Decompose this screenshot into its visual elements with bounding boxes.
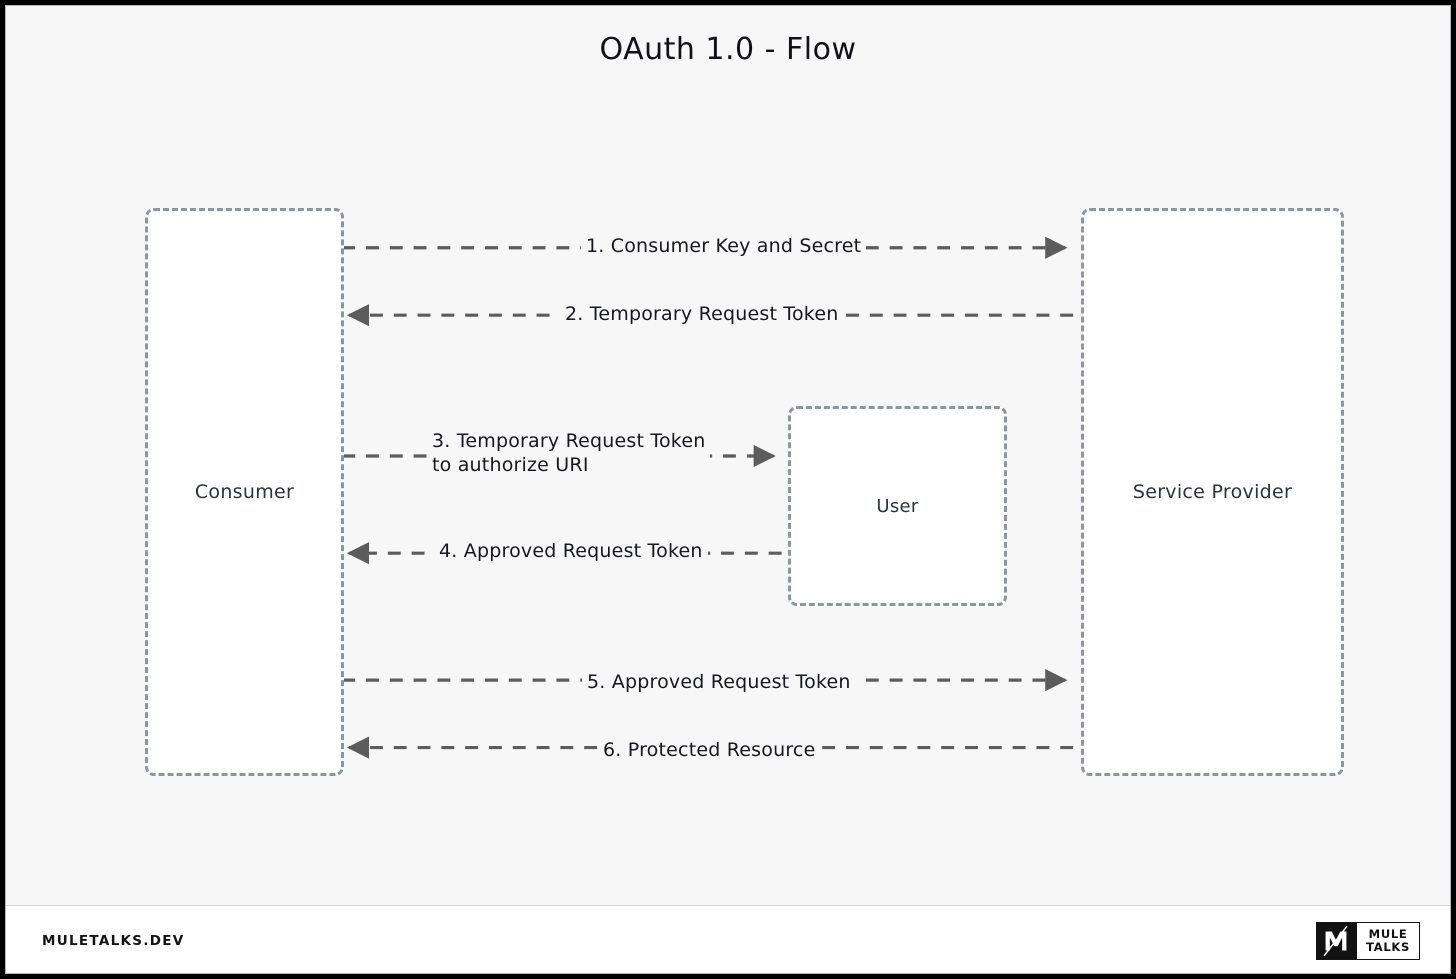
edge-label-2: 2. Temporary Request Token	[560, 303, 844, 327]
muletalks-logo[interactable]: MULE TALKS	[1316, 922, 1420, 960]
page-title: OAuth 1.0 - Flow	[599, 32, 857, 67]
node-service-provider[interactable]: Service Provider	[1081, 208, 1344, 776]
node-consumer-label: Consumer	[194, 481, 295, 503]
edge-label-5: 5. Approved Request Token	[582, 671, 856, 695]
slide-inner: OAuth 1.0 - Flow	[5, 5, 1451, 974]
footer: MULETALKS.DEV MULE TALKS	[6, 907, 1450, 973]
node-consumer[interactable]: Consumer	[145, 208, 344, 776]
m-monogram-icon	[1317, 923, 1356, 959]
node-user[interactable]: User	[788, 406, 1007, 606]
edge-label-1: 1. Consumer Key and Secret	[581, 235, 867, 259]
node-service-provider-label: Service Provider	[1132, 481, 1293, 503]
edge-label-3: 3. Temporary Request Token to authorize …	[427, 430, 711, 478]
logo-line-2: TALKS	[1366, 940, 1410, 954]
logo-wordmark: MULE TALKS	[1355, 923, 1419, 959]
edge-label-4: 4. Approved Request Token	[434, 540, 708, 564]
footer-brand: MULETALKS.DEV	[42, 933, 185, 949]
node-user-label: User	[876, 495, 919, 517]
edge-label-6: 6. Protected Resource	[598, 739, 821, 763]
logo-line-1: MULE	[1368, 927, 1408, 942]
diagram-canvas: OAuth 1.0 - Flow	[6, 6, 1450, 906]
